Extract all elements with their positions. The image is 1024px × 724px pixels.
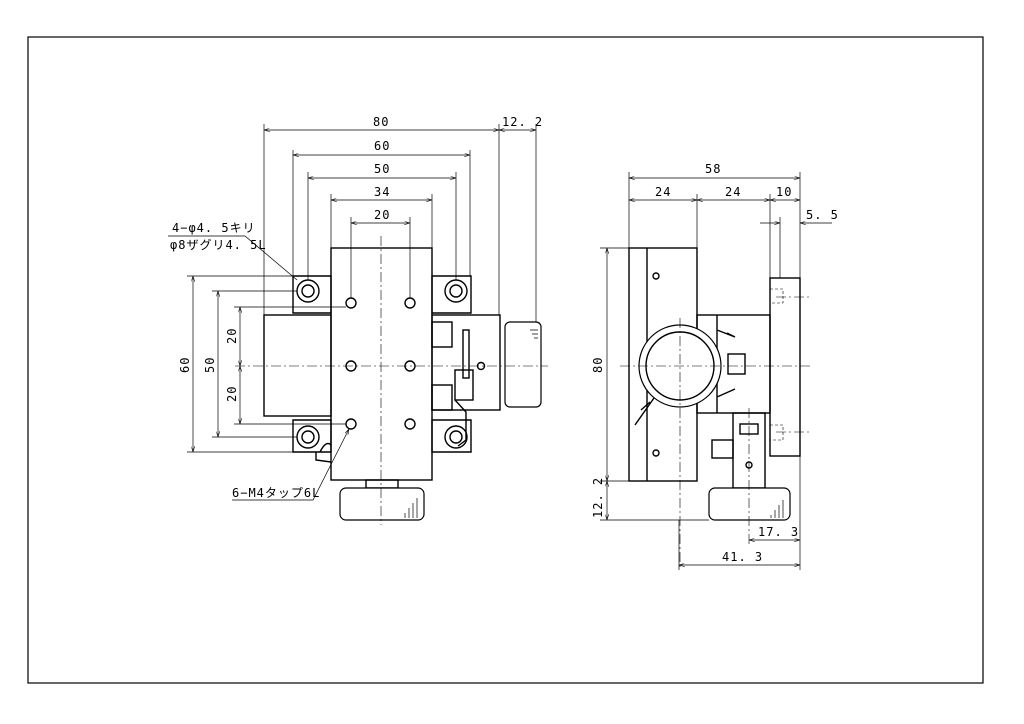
tapped-holes xyxy=(345,297,416,430)
dim-80: 80 xyxy=(373,115,389,129)
dim-24-a: 24 xyxy=(655,185,671,199)
dim-v-20-top: 20 xyxy=(225,328,239,344)
hole-note-line2: φ8ザグリ4. 5L xyxy=(170,238,267,252)
dim-h-80: 80 xyxy=(591,357,605,373)
hole-note-line1: 4−φ4. 5キリ xyxy=(172,221,256,235)
dim-10: 10 xyxy=(776,185,792,199)
dim-58: 58 xyxy=(705,162,721,176)
dim-17-3: 17. 3 xyxy=(758,525,799,539)
dim-v-60: 60 xyxy=(178,357,192,373)
dim-24-b: 24 xyxy=(725,185,741,199)
dim-50: 50 xyxy=(374,162,390,176)
dim-v-50: 50 xyxy=(203,357,217,373)
front-view: 80 12. 2 60 50 34 20 60 50 20 20 4−φ4. 5… xyxy=(168,115,548,525)
dim-5-5: 5. 5 xyxy=(806,208,839,222)
side-view: 58 24 24 10 5. 5 80 12. 2 17. 3 41. 3 xyxy=(591,162,839,570)
tap-note: 6−M4タップ6L xyxy=(232,486,320,500)
dim-12-2: 12. 2 xyxy=(502,115,543,129)
dim-34: 34 xyxy=(374,185,390,199)
side-knob xyxy=(504,321,542,408)
drawing-frame xyxy=(27,36,984,684)
dim-h-12-2: 12. 2 xyxy=(591,477,605,518)
dim-41-3: 41. 3 xyxy=(722,550,763,564)
dim-v-20-bottom: 20 xyxy=(225,386,239,402)
bottom-knob xyxy=(339,487,425,521)
dim-20: 20 xyxy=(374,208,390,222)
side-bottom-knob xyxy=(708,487,791,521)
dim-60: 60 xyxy=(374,139,390,153)
counterbore-holes xyxy=(296,279,468,449)
